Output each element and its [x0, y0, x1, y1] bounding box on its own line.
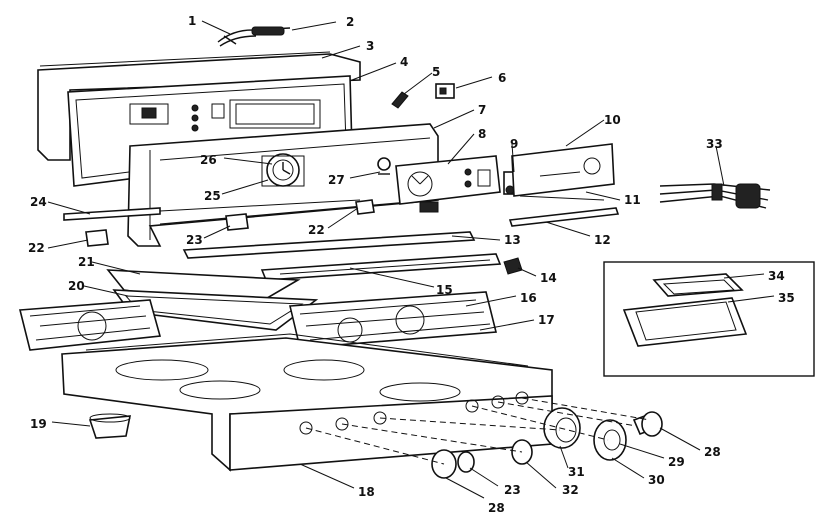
label-part-22-right: 22 — [308, 223, 325, 237]
label-part-28-right: 28 — [704, 445, 721, 459]
label-part-31: 31 — [568, 465, 585, 479]
part-labels: 1 2 3 4 5 6 7 8 9 10 11 12 13 14 15 16 1… — [28, 14, 795, 515]
label-part-24: 24 — [30, 195, 47, 209]
bracket-part — [435, 83, 455, 99]
label-part-19: 19 — [30, 417, 47, 431]
label-part-11: 11 — [624, 193, 641, 207]
label-part-1: 1 — [188, 14, 196, 28]
label-part-9: 9 — [510, 137, 518, 151]
label-part-29: 29 — [668, 455, 685, 469]
label-part-6: 6 — [498, 71, 506, 85]
label-part-14: 14 — [540, 271, 557, 285]
label-part-33: 33 — [706, 137, 723, 151]
label-part-10: 10 — [604, 113, 621, 127]
label-part-23-top: 23 — [186, 233, 203, 247]
block-part-mid — [225, 213, 249, 231]
alignment-lines — [305, 397, 651, 465]
label-part-8: 8 — [478, 127, 486, 141]
label-part-34: 34 — [768, 269, 785, 283]
clip-part — [377, 157, 391, 175]
bracket-rail-part — [508, 195, 620, 227]
leader-lines — [47, 20, 775, 499]
wire-harness-part — [217, 26, 291, 47]
cover-plate-part — [511, 143, 615, 197]
rail-part — [182, 231, 476, 259]
label-part-13: 13 — [504, 233, 521, 247]
label-part-20: 20 — [68, 279, 85, 293]
clock-part — [261, 153, 305, 187]
rod-part — [63, 199, 361, 221]
label-part-28-bottom: 28 — [488, 501, 505, 515]
connector-part — [503, 257, 523, 275]
label-part-7: 7 — [478, 103, 486, 117]
label-part-12: 12 — [594, 233, 611, 247]
label-part-25: 25 — [204, 189, 221, 203]
label-part-23-bottom: 23 — [504, 483, 521, 497]
label-part-22-left: 22 — [28, 241, 45, 255]
label-part-30: 30 — [648, 473, 665, 487]
label-part-32: 32 — [562, 483, 579, 497]
wire-assembly-part — [659, 183, 771, 209]
switch-part — [391, 91, 409, 109]
manifold-part — [260, 253, 502, 281]
label-part-21: 21 — [78, 255, 95, 269]
label-part-15: 15 — [436, 283, 453, 297]
cup-part — [88, 413, 131, 439]
label-part-17: 17 — [538, 313, 555, 327]
inset-box — [603, 261, 815, 377]
label-part-35: 35 — [778, 291, 795, 305]
timer-module-part — [395, 155, 501, 213]
block-part-right — [355, 199, 375, 215]
label-part-5: 5 — [432, 65, 440, 79]
label-part-16: 16 — [520, 291, 537, 305]
label-part-18: 18 — [358, 485, 375, 499]
block-part-left — [85, 229, 109, 247]
label-part-27: 27 — [328, 173, 345, 187]
label-part-26: 26 — [200, 153, 217, 167]
cooktop-body-part — [61, 333, 553, 472]
label-part-3: 3 — [366, 39, 374, 53]
label-part-2: 2 — [346, 15, 354, 29]
label-part-4: 4 — [400, 55, 408, 69]
burner-grates-part — [18, 291, 498, 351]
